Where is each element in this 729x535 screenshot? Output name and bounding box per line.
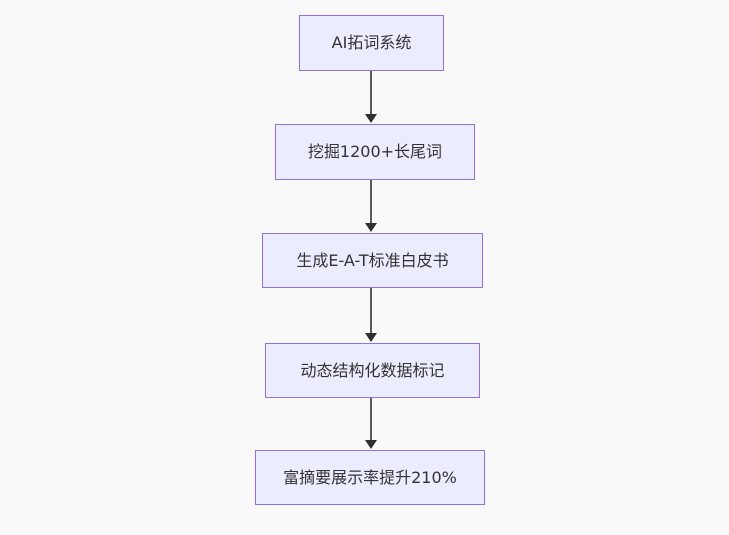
flow-node-label: 富摘要展示率提升210% [283, 467, 457, 487]
flow-node-D: 动态结构化数据标记 [265, 343, 480, 398]
flow-edge-A-B [370, 71, 372, 115]
flow-node-A: AI拓词系统 [299, 15, 444, 71]
flow-node-B: 挖掘1200+长尾词 [275, 124, 475, 180]
arrowhead-down-icon [365, 223, 377, 232]
flow-edge-D-E [370, 398, 372, 441]
flow-node-label: AI拓词系统 [331, 33, 412, 53]
arrowhead-down-icon [365, 440, 377, 449]
arrowhead-down-icon [365, 333, 377, 342]
flow-edge-C-D [370, 288, 372, 334]
flow-node-E: 富摘要展示率提升210% [255, 450, 485, 505]
arrowhead-down-icon [365, 114, 377, 123]
flow-node-label: 挖掘1200+长尾词 [307, 142, 443, 162]
flow-node-label: 生成E-A-T标准白皮书 [296, 250, 449, 270]
flow-node-C: 生成E-A-T标准白皮书 [262, 233, 483, 288]
flow-edge-B-C [370, 180, 372, 224]
flow-node-label: 动态结构化数据标记 [300, 360, 445, 380]
